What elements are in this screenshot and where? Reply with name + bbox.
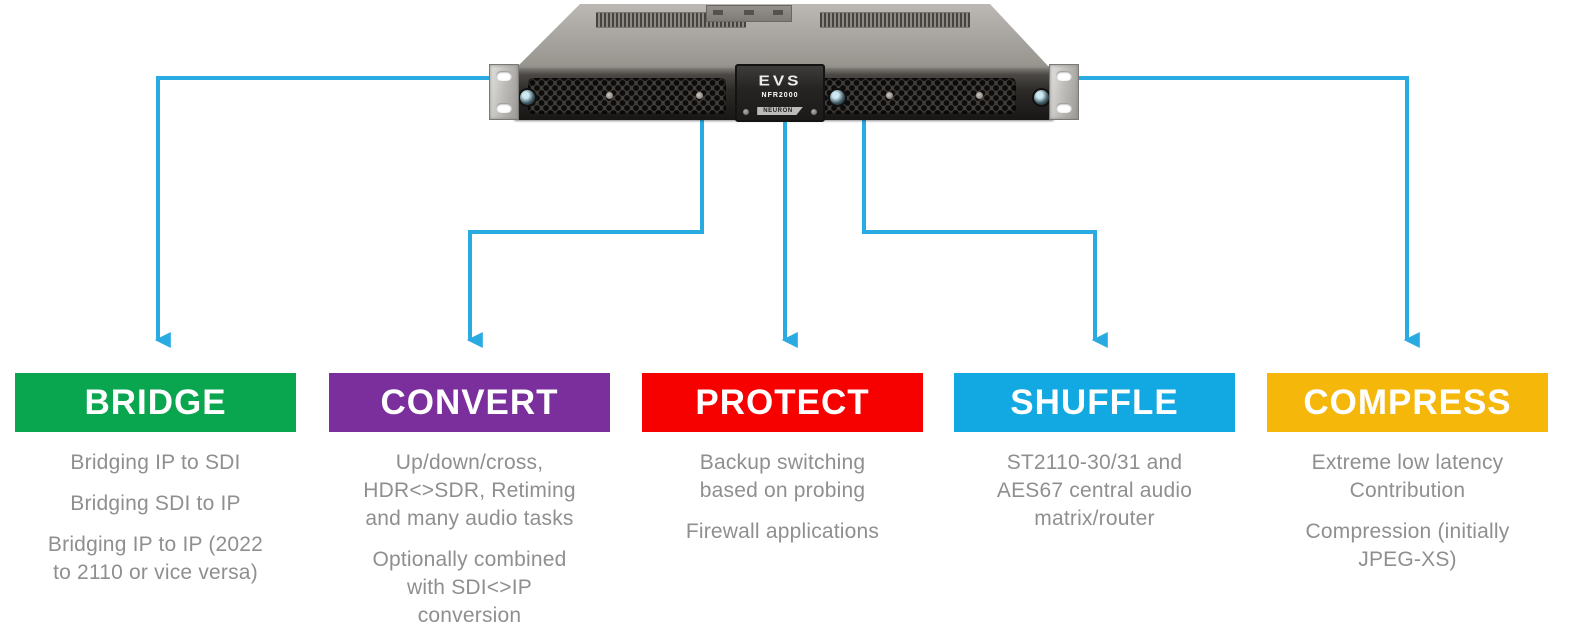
module-screw-left — [743, 109, 749, 115]
protect-desc-2: Firewall applications — [685, 520, 880, 543]
convert-desc-1: Up/down/cross, HDR<>SDR, Retiming and ma… — [363, 451, 576, 530]
column-convert: CONVERT Up/down/cross, HDR<>SDR, Retimin… — [329, 373, 610, 642]
protect-desc-1: Backup switching based on probing — [699, 451, 866, 502]
shuffle-label: SHUFFLE — [1010, 382, 1179, 422]
bridge-desc-2: Bridging SDI to IP — [70, 492, 241, 515]
rack-ear-left — [489, 64, 519, 120]
screw-left-2 — [696, 92, 703, 99]
column-compress: COMPRESS Extreme low latency Contributio… — [1267, 373, 1548, 587]
neuron-badge: NEURON — [757, 107, 803, 115]
front-display-module: EVS NFR2000 NEURON — [735, 64, 825, 122]
bridge-desc-3: Bridging IP to IP (2022 to 2110 or vice … — [47, 533, 264, 584]
mount-hole — [496, 71, 512, 81]
evs-logo: EVS — [758, 72, 802, 89]
screw-right-2 — [976, 92, 983, 99]
connector-convert — [466, 118, 704, 348]
screw-left — [606, 92, 613, 99]
connector-shuffle — [862, 118, 1108, 348]
screw-right — [886, 92, 893, 99]
rack-ear-right — [1049, 64, 1079, 120]
compress-desc-2: Compression (initially JPEG-XS) — [1305, 520, 1510, 571]
protect-box: PROTECT — [642, 373, 923, 432]
convert-desc-2: Optionally combined with SDI<>IP convers… — [372, 548, 567, 627]
protect-label: PROTECT — [695, 382, 870, 422]
convert-label: CONVERT — [380, 382, 559, 422]
convert-box: CONVERT — [329, 373, 610, 432]
mount-hole — [1056, 103, 1072, 113]
compress-label: COMPRESS — [1303, 382, 1512, 422]
fan-grille-left — [528, 78, 726, 114]
mount-hole — [1056, 71, 1072, 81]
module-screw-right — [811, 109, 817, 115]
bridge-desc-1: Bridging IP to SDI — [70, 451, 241, 474]
column-bridge: BRIDGE Bridging IP to SDI Bridging SDI t… — [15, 373, 296, 600]
column-shuffle: SHUFFLE ST2110-30/31 and AES67 central a… — [954, 373, 1235, 546]
bridge-label: BRIDGE — [84, 382, 227, 422]
column-protect: PROTECT Backup switching based on probin… — [642, 373, 923, 559]
power-led-left — [518, 88, 537, 107]
shuffle-desc-1: ST2110-30/31 and AES67 central audio mat… — [996, 451, 1193, 530]
mount-hole — [496, 103, 512, 113]
top-label-plate — [706, 5, 792, 22]
bridge-box: BRIDGE — [15, 373, 296, 432]
status-led-center-right — [828, 88, 847, 107]
top-vent-right — [820, 12, 970, 28]
compress-box: COMPRESS — [1267, 373, 1548, 432]
model-label: NFR2000 — [761, 92, 799, 99]
server-device: EVS NFR2000 NEURON — [488, 4, 1080, 122]
connector-bridge — [154, 76, 497, 348]
shuffle-box: SHUFFLE — [954, 373, 1235, 432]
connector-compress — [1063, 76, 1420, 348]
compress-desc-1: Extreme low latency Contribution — [1311, 451, 1504, 502]
